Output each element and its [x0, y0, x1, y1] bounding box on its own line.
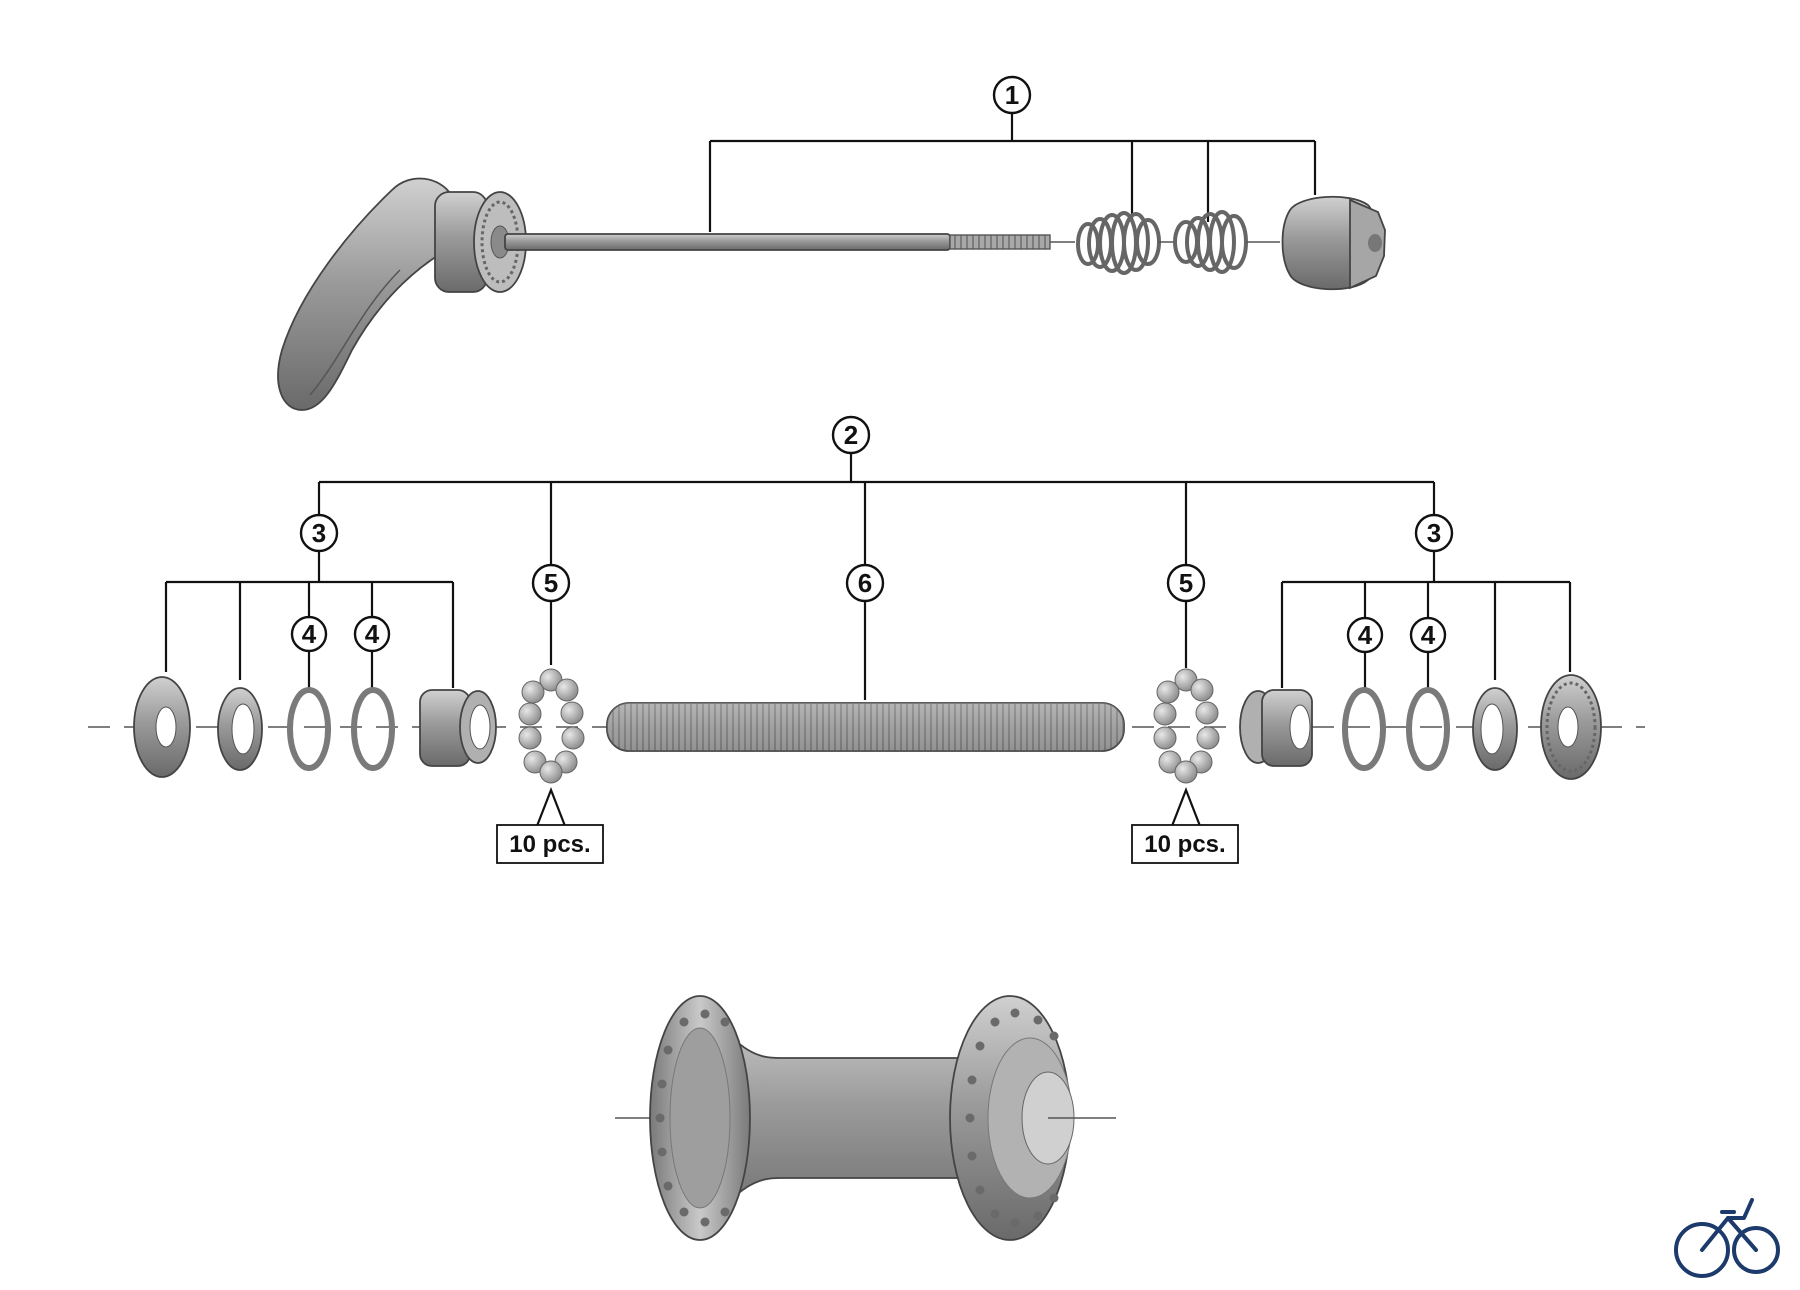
hub-shell: [615, 995, 1116, 1241]
callout-4-left-b: 4: [353, 615, 391, 653]
skewer-spring-left: [1050, 211, 1161, 275]
callout-3-left: 3: [299, 513, 339, 553]
callout-3-right-leader-lines: [1280, 551, 1572, 688]
callout-5-right: 5: [1166, 563, 1206, 603]
svg-text:4: 4: [1358, 620, 1373, 650]
right-spacer: [1472, 687, 1518, 771]
callout-5-left: 5: [531, 563, 571, 603]
callout-1-leader-lines: [708, 112, 1317, 232]
svg-text:3: 3: [312, 518, 326, 548]
callout-2: 2: [831, 415, 871, 455]
left-cone: [419, 689, 497, 767]
svg-text:10 pcs.: 10 pcs.: [1144, 831, 1225, 858]
right-locknut: [1540, 674, 1602, 780]
callout-4-right-b: 4: [1409, 616, 1447, 654]
left-ball-bearings: [518, 668, 585, 784]
svg-text:3: 3: [1427, 518, 1441, 548]
left-spacer: [217, 687, 263, 771]
callout-6: 6: [845, 563, 885, 700]
svg-text:10 pcs.: 10 pcs.: [509, 831, 590, 858]
callout-1: 1: [992, 75, 1032, 115]
svg-text:2: 2: [844, 420, 858, 450]
callout-2-leader-lines: [317, 453, 1436, 565]
skewer-spring-right: [1158, 210, 1280, 274]
callout-3-right: 3: [1414, 513, 1454, 553]
skewer-nut: [1281, 195, 1386, 291]
left-washer-b: [351, 687, 395, 771]
skewer-rod: [504, 233, 1051, 251]
svg-text:6: 6: [858, 568, 872, 598]
svg-text:4: 4: [365, 619, 380, 649]
right-ball-bearings: [1153, 668, 1220, 784]
svg-text:4: 4: [302, 619, 317, 649]
left-quantity-label: 10 pcs.: [496, 786, 604, 864]
callout-4-left-a: 4: [290, 615, 328, 653]
hub-axle: [606, 702, 1125, 752]
svg-text:5: 5: [544, 568, 558, 598]
right-washer-a: [1342, 687, 1386, 771]
right-quantity-label: 10 pcs.: [1131, 786, 1239, 864]
bicycle-icon: [1674, 1198, 1780, 1278]
right-cone: [1239, 689, 1313, 767]
callout-4-right-a: 4: [1346, 616, 1384, 654]
left-locknut: [133, 676, 191, 778]
svg-text:5: 5: [1179, 568, 1193, 598]
right-washer-b: [1406, 687, 1450, 771]
svg-text:1: 1: [1005, 80, 1019, 110]
svg-text:4: 4: [1421, 620, 1436, 650]
callout-3-left-leader-lines: [164, 551, 455, 688]
left-washer-a: [287, 687, 331, 771]
